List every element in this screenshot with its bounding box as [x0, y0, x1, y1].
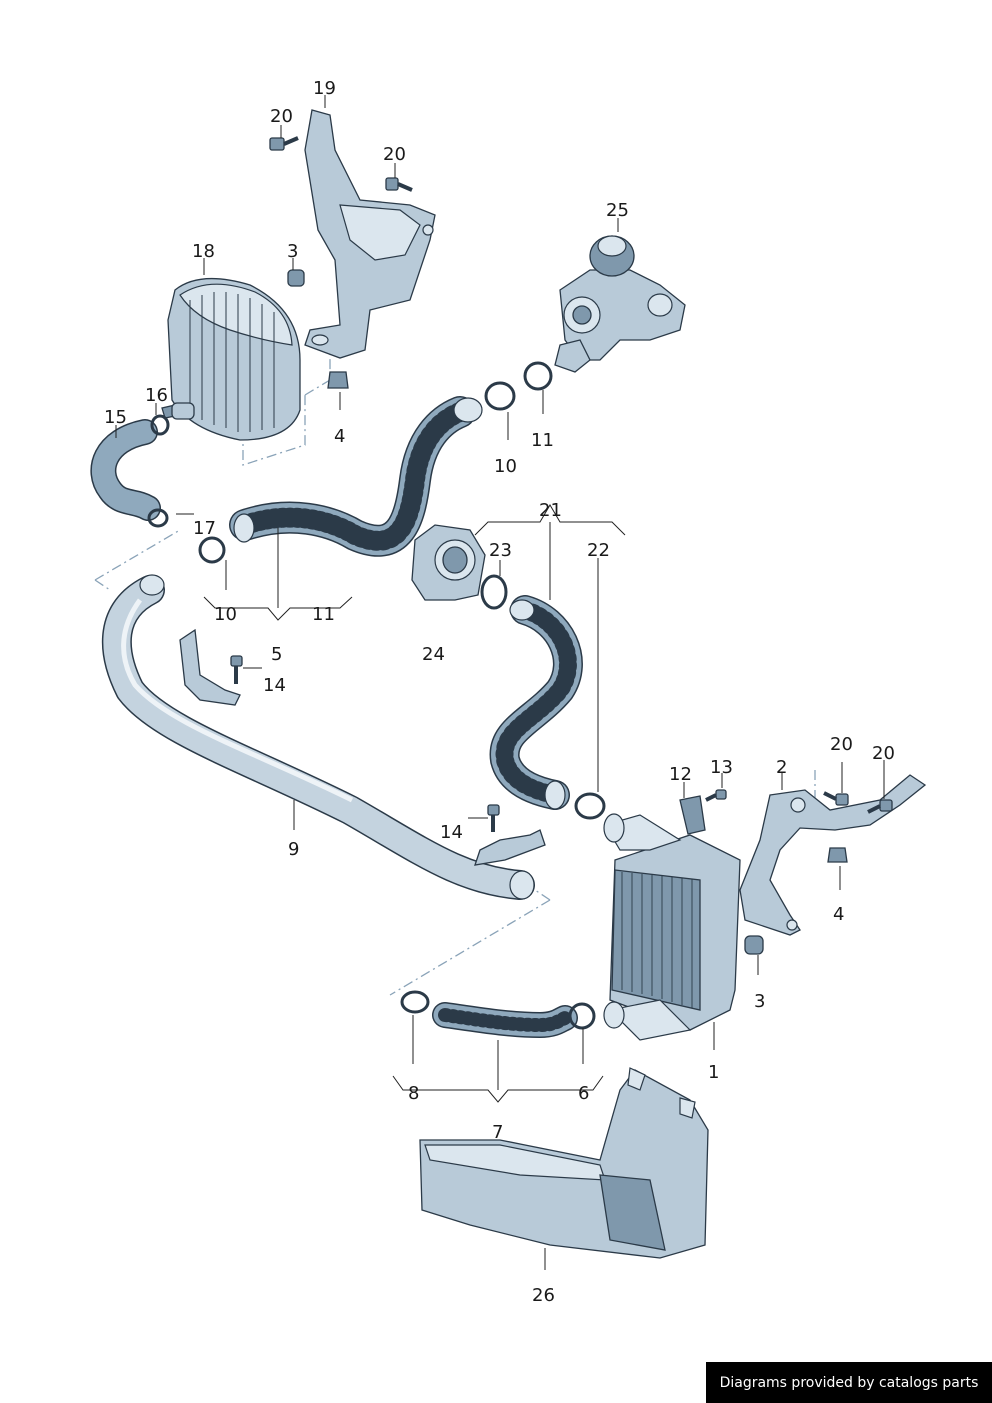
callout-14a: 14: [263, 675, 286, 696]
credit-banner: Diagrams provided by catalogs parts: [706, 1362, 992, 1403]
callout-21: 21: [539, 500, 562, 521]
callout-14b: 14: [440, 822, 463, 843]
bracket-2: [739, 774, 927, 936]
clamp-8: [400, 990, 430, 1014]
air-duct-26: [419, 1067, 709, 1259]
callout-5: 5: [271, 644, 282, 665]
callout-26: 26: [532, 1285, 555, 1306]
bolt-20-top-left: [269, 136, 299, 151]
callout-1: 1: [708, 1062, 719, 1083]
seal-23: [480, 574, 508, 610]
leader-lines: [115, 95, 885, 1270]
callout-18: 18: [192, 241, 215, 262]
grommet-3-top: [287, 269, 305, 287]
callout-11b: 11: [312, 604, 335, 625]
callout-4b: 4: [833, 904, 844, 925]
bolt-14-right: [487, 804, 500, 832]
callout-13: 13: [710, 757, 733, 778]
bolt-13: [705, 789, 727, 802]
clamp-16-lower: [147, 508, 169, 528]
clamp-10-upper: [484, 381, 516, 411]
grommet-3-right: [744, 935, 764, 955]
callout-6: 6: [578, 1083, 589, 1104]
callout-4a: 4: [334, 426, 345, 447]
intercooler-1: [603, 813, 741, 1041]
clamp-6: [568, 1002, 596, 1030]
callout-8: 8: [408, 1083, 419, 1104]
callout-7: 7: [492, 1122, 503, 1143]
callout-20d: 20: [872, 743, 895, 764]
turbo-25: [554, 235, 686, 373]
bolt-20-right-a: [823, 791, 849, 806]
callouts: 19 20 20 25 18 3 16 15 4 11 10 21 17 23 …: [104, 78, 895, 1306]
callout-9: 9: [288, 839, 299, 860]
clamp-16: [150, 414, 170, 436]
callout-22: 22: [587, 540, 610, 561]
nut-4-right: [827, 847, 848, 863]
callout-11a: 11: [531, 430, 554, 451]
hose-5: [229, 396, 483, 557]
hose-7: [432, 1002, 578, 1038]
callout-20c: 20: [830, 734, 853, 755]
nut-4-top: [327, 371, 349, 389]
callout-15: 15: [104, 407, 127, 428]
clamp-22: [574, 792, 606, 820]
callout-3a: 3: [287, 241, 298, 262]
charge-pipe-9: [101, 574, 535, 900]
bolt-20-top-right: [385, 177, 413, 192]
throttle-24: [411, 524, 486, 601]
bracket-14-left: [179, 628, 241, 706]
callout-3b: 3: [754, 991, 765, 1012]
callout-10a: 10: [494, 456, 517, 477]
bracket-19: [304, 109, 436, 359]
callout-19: 19: [313, 78, 336, 99]
callout-16: 16: [145, 385, 168, 406]
callout-23: 23: [489, 540, 512, 561]
callout-20b: 20: [383, 144, 406, 165]
sensor-12: [679, 795, 706, 835]
clamp-10-lower: [198, 536, 226, 564]
callout-20a: 20: [270, 106, 293, 127]
callout-24: 24: [422, 644, 445, 665]
hose-21: [489, 595, 583, 810]
callout-12: 12: [669, 764, 692, 785]
seal-11-upper: [523, 361, 553, 391]
hose-15: [90, 419, 161, 521]
callout-2: 2: [776, 757, 787, 778]
callout-25: 25: [606, 200, 629, 221]
resonator-18: [161, 277, 301, 441]
bracket-14-right: [474, 829, 546, 866]
callout-17: 17: [193, 518, 216, 539]
bolt-14-left: [230, 655, 243, 684]
bolt-20-right-b: [867, 799, 893, 814]
callout-10b: 10: [214, 604, 237, 625]
